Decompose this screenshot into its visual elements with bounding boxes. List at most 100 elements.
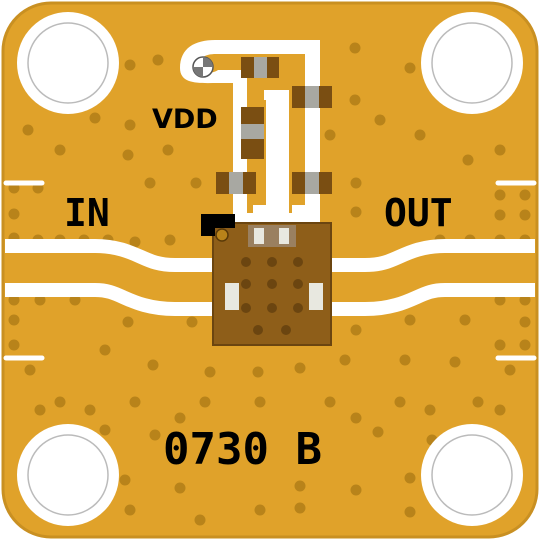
vdd-label: VDD xyxy=(152,104,218,135)
thermal-via xyxy=(267,257,277,267)
via-dot xyxy=(324,396,336,408)
via-dot xyxy=(122,149,134,161)
via-dot xyxy=(394,396,406,408)
via-dot xyxy=(190,177,202,189)
pin-1-marker xyxy=(201,214,235,242)
thermal-via xyxy=(293,279,303,289)
via-dot xyxy=(164,234,176,246)
via-dot xyxy=(519,316,531,328)
out-label: OUT xyxy=(384,191,453,235)
via-dot xyxy=(414,129,426,141)
via-dot xyxy=(162,144,174,156)
via-dot xyxy=(8,294,20,306)
thermal-via xyxy=(267,303,277,313)
via-dot xyxy=(404,62,416,74)
via-dot xyxy=(122,316,134,328)
via-dot xyxy=(24,364,36,376)
via-dot xyxy=(449,356,461,368)
via-dot xyxy=(519,189,531,201)
via-dot xyxy=(124,59,136,71)
via-dot xyxy=(294,502,306,514)
smd-component xyxy=(292,86,332,108)
via-dot xyxy=(199,396,211,408)
via-dot xyxy=(149,429,161,441)
via-dot xyxy=(294,362,306,374)
via-dot xyxy=(324,129,336,141)
thermal-via xyxy=(241,279,251,289)
via-dot xyxy=(129,236,141,248)
edge-slots xyxy=(3,180,537,361)
in-label: IN xyxy=(64,191,110,235)
via-dot xyxy=(494,144,506,156)
via-dot xyxy=(69,294,81,306)
test-point-icon xyxy=(192,56,214,78)
via-dot xyxy=(54,144,66,156)
via-dot xyxy=(174,482,186,494)
via-dot xyxy=(124,504,136,516)
via-dot xyxy=(54,396,66,408)
smd-component xyxy=(292,172,332,194)
via-dot xyxy=(204,366,216,378)
via-dot xyxy=(350,206,362,218)
ic-package xyxy=(212,222,332,346)
via-dot xyxy=(374,114,386,126)
thermal-via xyxy=(253,325,263,335)
via-dot xyxy=(494,189,506,201)
thermal-via xyxy=(293,303,303,313)
via-dot xyxy=(459,314,471,326)
via-dot xyxy=(119,474,131,486)
via-dot xyxy=(349,94,361,106)
via-dot xyxy=(519,294,531,306)
via-dot xyxy=(99,424,111,436)
mounting-hole-icon xyxy=(421,424,523,526)
via-dot xyxy=(144,177,156,189)
via-dot xyxy=(424,404,436,416)
mounting-hole-icon xyxy=(17,424,119,526)
via-dot xyxy=(519,209,531,221)
smd-component xyxy=(216,172,256,194)
via-dot xyxy=(494,209,506,221)
mounting-hole-icon xyxy=(421,12,523,114)
via-dot xyxy=(22,124,34,136)
mounting-hole-icon xyxy=(17,12,119,114)
via-dot xyxy=(462,154,474,166)
via-dot xyxy=(494,339,506,351)
via-dot xyxy=(350,412,362,424)
via-dot xyxy=(494,404,506,416)
via-dot xyxy=(404,506,416,518)
via-dot xyxy=(89,112,101,124)
via-dot xyxy=(8,339,20,351)
via-dot xyxy=(494,294,506,306)
thermal-via xyxy=(293,257,303,267)
via-dot xyxy=(84,404,96,416)
mounting-holes xyxy=(17,12,523,526)
thermal-via xyxy=(241,303,251,313)
via-dot xyxy=(252,366,264,378)
via-dot xyxy=(504,364,516,376)
via-dot xyxy=(99,344,111,356)
via-dot xyxy=(254,396,266,408)
rf-output-trace xyxy=(312,239,535,316)
via-dot xyxy=(194,514,206,526)
via-dot xyxy=(372,426,384,438)
via-dot xyxy=(519,339,531,351)
via-dot xyxy=(350,484,362,496)
via-dot xyxy=(339,354,351,366)
thermal-via xyxy=(281,325,291,335)
via-dot xyxy=(174,412,186,424)
part-number-label: 0730 B xyxy=(163,424,322,475)
via-dot xyxy=(254,504,266,516)
via-dot xyxy=(404,472,416,484)
rf-input-trace xyxy=(5,239,232,316)
via-dot xyxy=(350,177,362,189)
via-dot xyxy=(399,354,411,366)
via-dot xyxy=(124,119,136,131)
via-dot xyxy=(186,316,198,328)
via-dot xyxy=(34,404,46,416)
via-dot xyxy=(147,359,159,371)
via-dot xyxy=(404,314,416,326)
via-dot xyxy=(350,324,362,336)
via-dot xyxy=(349,42,361,54)
thermal-via xyxy=(267,279,277,289)
